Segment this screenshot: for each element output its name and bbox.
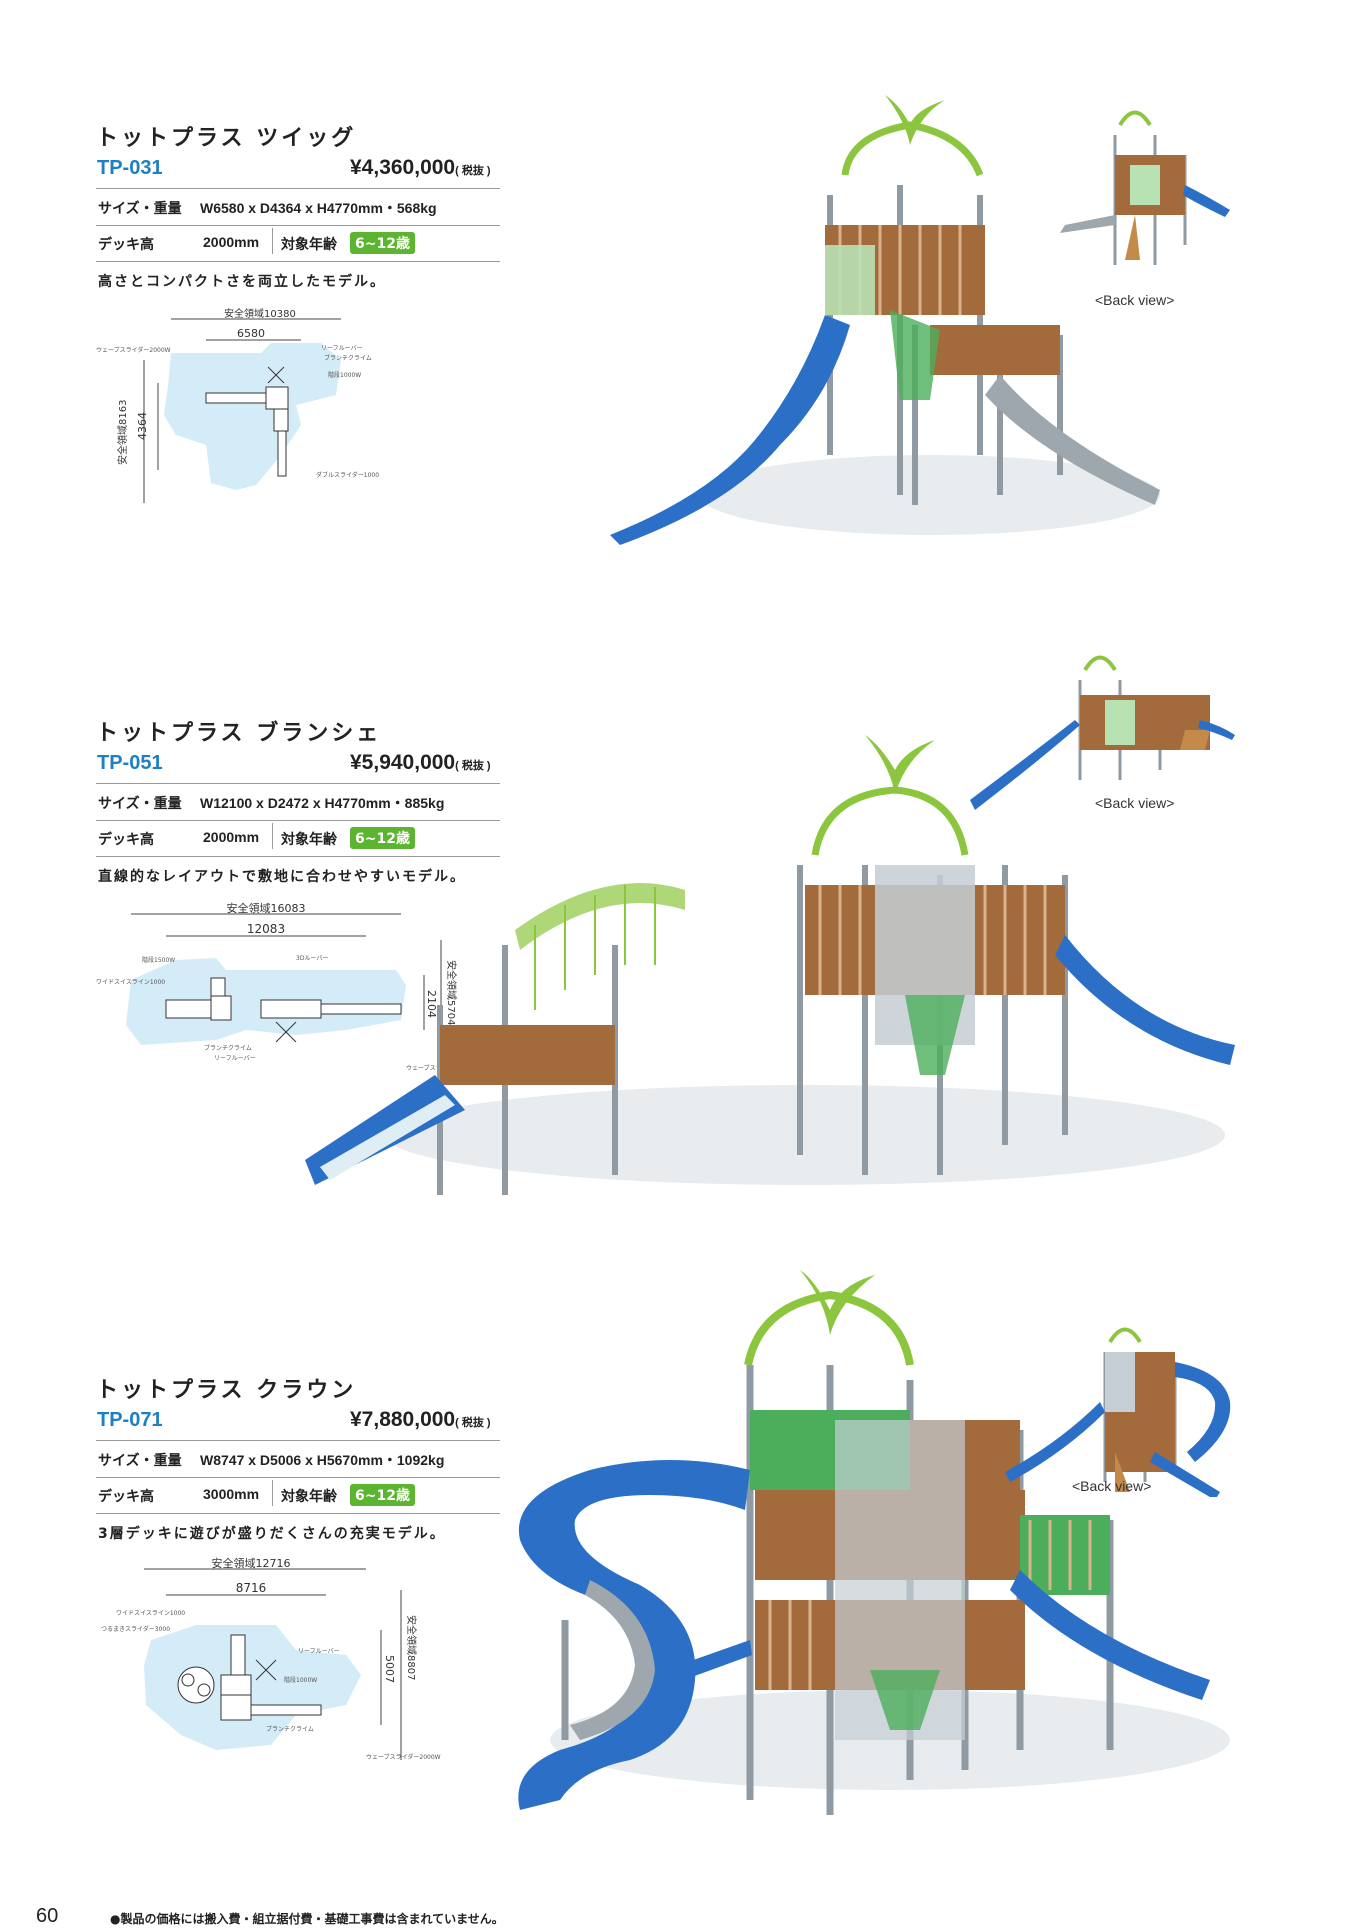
age-label: 対象年齢 [281, 1489, 337, 1505]
product-description: 直線的なレイアウトで敷地に合わせやすいモデル。 [98, 869, 466, 885]
deck-value: 3000mm [203, 1486, 260, 1502]
plan-label: ワイドスイスライン1000 [96, 979, 165, 986]
size-value: W8747 x D5006 x H5670mm・1092kg [200, 1452, 445, 1468]
plan-label: ウェーブスライダー2000W [96, 346, 171, 354]
safety-width-label: 安全領域16083 [227, 901, 306, 915]
safety-depth-label: 安全領域8163 [116, 400, 129, 465]
plan-label: 階段1500W [142, 956, 175, 964]
safety-depth-label: 安全領域5704 [445, 960, 458, 1025]
deck-label: デッキ高 [98, 237, 154, 253]
separator [272, 228, 273, 254]
width-label: 6580 [237, 327, 265, 340]
deck-label: デッキ高 [98, 832, 154, 848]
age-label: 対象年齢 [281, 237, 337, 253]
separator [272, 823, 273, 849]
back-view-label: <Back view> [1072, 1478, 1152, 1494]
divider [96, 1440, 500, 1441]
depth-label: 5007 [383, 1655, 396, 1683]
product-code: TP-071 [97, 1409, 163, 1431]
size-label: サイズ・重量 [98, 201, 182, 217]
age-badge: 6~12歳 [350, 232, 415, 254]
depth-label: 2104 [425, 990, 438, 1018]
product-description: 3層デッキに遊びが盛りだくさんの充実モデル。 [98, 1526, 446, 1542]
divider [96, 1477, 500, 1478]
product-price: ¥4,360,000( 税抜 ) [350, 156, 491, 179]
playground-illustration [518, 1270, 1230, 1815]
plan-label: ウェーブスライダー2000W [366, 1753, 441, 1761]
safety-depth-label: 安全領域8807 [405, 1615, 418, 1680]
size-label: サイズ・重量 [98, 1453, 182, 1469]
divider [96, 1513, 500, 1514]
size-label: サイズ・重量 [98, 796, 182, 812]
width-label: 12083 [247, 922, 285, 936]
divider [96, 783, 500, 784]
divider [96, 820, 500, 821]
plan-label: ブランチクライム [324, 354, 372, 362]
plan-label: リーフルーバー [321, 345, 363, 352]
plan-label: 階段1000W [328, 371, 361, 379]
product-price: ¥7,880,000( 税抜 ) [350, 1408, 491, 1431]
depth-label: 4364 [136, 412, 149, 440]
back-view-image [970, 655, 1235, 810]
back-view-label: <Back view> [1095, 795, 1175, 811]
plan-label: ワイドスイスライン1000 [116, 1610, 185, 1617]
age-label: 対象年齢 [281, 832, 337, 848]
separator [272, 1480, 273, 1506]
width-label: 8716 [236, 1581, 267, 1595]
divider [96, 261, 500, 262]
plan-label: ブランチクライム [266, 1725, 314, 1733]
age-badge: 6~12歳 [350, 1484, 415, 1506]
divider [96, 188, 500, 189]
plan-label: 3Dルーバー [296, 955, 328, 962]
product-code: TP-031 [97, 157, 163, 179]
deck-label: デッキ高 [98, 1489, 154, 1505]
size-value: W12100 x D2472 x H4770mm・885kg [200, 795, 445, 811]
plan-label: リーフルーバー [214, 1055, 256, 1062]
back-view-image [1060, 110, 1230, 265]
divider [96, 856, 500, 857]
page-number: 60 [36, 1905, 59, 1927]
tax-note: ( 税抜 ) [455, 760, 491, 772]
deck-value: 2000mm [203, 829, 260, 845]
product-description: 高さとコンパクトさを両立したモデル。 [98, 274, 386, 290]
deck-value: 2000mm [203, 234, 260, 250]
tax-note: ( 税抜 ) [455, 1417, 491, 1429]
plan-label: ブランチクライム [204, 1044, 252, 1052]
floor-plan: 安全領域10380 6580 安全領域8163 4364 ウェーブスライダー20… [96, 307, 379, 503]
tax-note: ( 税抜 ) [455, 165, 491, 177]
back-view-image [1005, 1327, 1231, 1497]
safety-width-label: 安全領域12716 [212, 1556, 291, 1570]
age-badge: 6~12歳 [350, 827, 415, 849]
plan-label: つるまきスライダー3000 [101, 1625, 170, 1633]
plan-label: ダブルスライダー1000 [316, 471, 379, 479]
plan-label: 階段1000W [284, 1676, 317, 1684]
divider [96, 225, 500, 226]
safety-width-label: 安全領域10380 [224, 307, 296, 320]
back-view-label: <Back view> [1095, 292, 1175, 308]
product-name: トットプラス ツイッグ [96, 126, 357, 151]
product-price: ¥5,940,000( 税抜 ) [350, 751, 491, 774]
product-code: TP-051 [97, 752, 163, 774]
size-value: W6580 x D4364 x H4770mm・568kg [200, 200, 437, 216]
product-name: トットプラス ブランシェ [96, 721, 382, 746]
price-footnote: ●製品の価格には搬入費・組立据付費・基礎工事費は含まれていません。 [110, 1912, 504, 1926]
plan-label: リーフルーバー [298, 1648, 340, 1655]
floor-plan: 安全領域12716 8716 安全領域8807 5007 ワイドスイスライン10… [101, 1556, 441, 1761]
playground-illustration [610, 95, 1160, 545]
product-name: トットプラス クラウン [96, 1378, 357, 1403]
playground-illustration [305, 735, 1235, 1195]
